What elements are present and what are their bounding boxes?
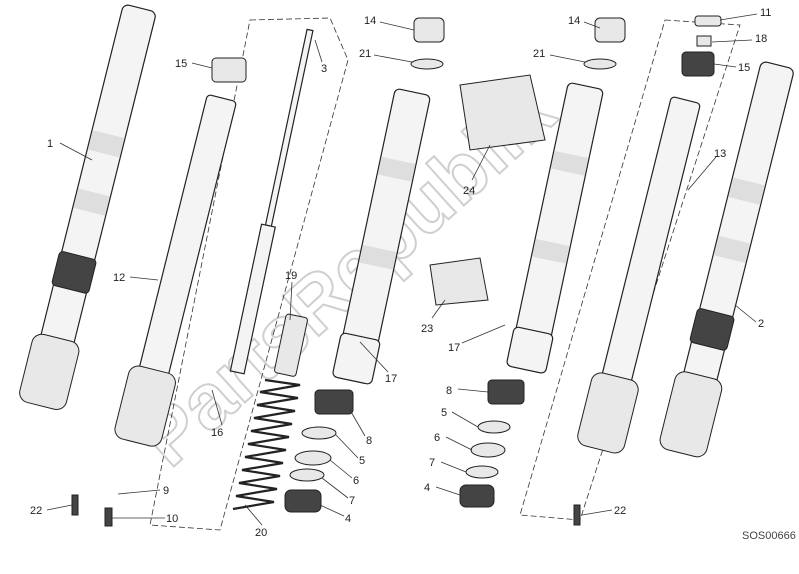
cap-14-left (413, 17, 445, 43)
washer-5-right (477, 420, 511, 434)
callout-5: 5 (359, 455, 365, 467)
callout-11: 11 (760, 7, 771, 19)
cap-14-right (594, 17, 626, 43)
callout-17b: 17 (448, 342, 460, 354)
dust-seal-4-left (284, 489, 322, 513)
assembly-boundary-left (149, 17, 349, 531)
callout-8: 8 (366, 435, 372, 447)
callout-12: 12 (113, 272, 125, 284)
callout-5b: 5 (441, 407, 447, 419)
callout-21: 21 (359, 48, 371, 60)
callout-17: 17 (385, 373, 397, 385)
inner-tube-13 (577, 96, 701, 454)
outer-tube-left (19, 4, 156, 411)
callout-18: 18 (755, 33, 767, 45)
seal-8-left (314, 389, 354, 415)
cap-11 (694, 15, 722, 27)
callout-8b: 8 (446, 385, 452, 397)
cap-15-left (211, 57, 247, 83)
callout-1: 1 (47, 138, 53, 150)
callout-10: 10 (166, 513, 178, 525)
oring-21-right (583, 58, 617, 70)
clamp-23 (429, 257, 489, 306)
callout-14b: 14 (568, 15, 580, 27)
drawing-code: SOS00666 (742, 530, 796, 542)
callout-19: 19 (285, 270, 297, 282)
seal-8-right (487, 379, 525, 405)
inner-tube-12 (114, 94, 237, 447)
callout-6b: 6 (434, 432, 440, 444)
callout-3: 3 (321, 63, 327, 75)
callout-7: 7 (349, 495, 355, 507)
cap-15-right (681, 51, 715, 77)
spring (232, 313, 308, 511)
callout-20: 20 (255, 527, 267, 539)
callout-6: 6 (353, 475, 359, 487)
callout-21b: 21 (533, 48, 545, 60)
clip-7-right (465, 465, 499, 479)
callout-24: 24 (463, 185, 475, 197)
bolt-22-left (71, 494, 79, 516)
nut-18 (696, 35, 712, 47)
callout-15b: 15 (738, 62, 750, 74)
callout-4b: 4 (424, 482, 430, 494)
seal-6-left (294, 450, 332, 466)
slider-tube-17-right (506, 82, 604, 374)
callout-22: 22 (30, 505, 42, 517)
callout-22b: 22 (614, 505, 626, 517)
dust-seal-4-right (459, 484, 495, 508)
callout-2: 2 (758, 318, 764, 330)
damper-rod (229, 28, 314, 375)
callout-15: 15 (175, 58, 187, 70)
seal-6-right (470, 442, 506, 458)
washer-5-left (301, 426, 337, 440)
clamp-24 (459, 74, 546, 151)
leader-lines (46, 13, 758, 526)
callout-16: 16 (211, 427, 223, 439)
callout-7b: 7 (429, 457, 435, 469)
callout-13: 13 (714, 148, 726, 160)
callout-14: 14 (364, 15, 376, 27)
bolt-22-right (573, 504, 581, 526)
callout-labels: 1 12 15 3 19 16 20 9 10 22 14 21 17 8 5 … (30, 7, 771, 539)
outer-tube-right (659, 61, 794, 458)
callout-9: 9 (163, 485, 169, 497)
bolt-10 (104, 507, 113, 527)
callout-23: 23 (421, 323, 433, 335)
clip-7-left (289, 468, 325, 482)
oring-21-left (410, 58, 444, 70)
callout-4: 4 (345, 513, 351, 525)
slider-tube-17-left (332, 88, 431, 385)
